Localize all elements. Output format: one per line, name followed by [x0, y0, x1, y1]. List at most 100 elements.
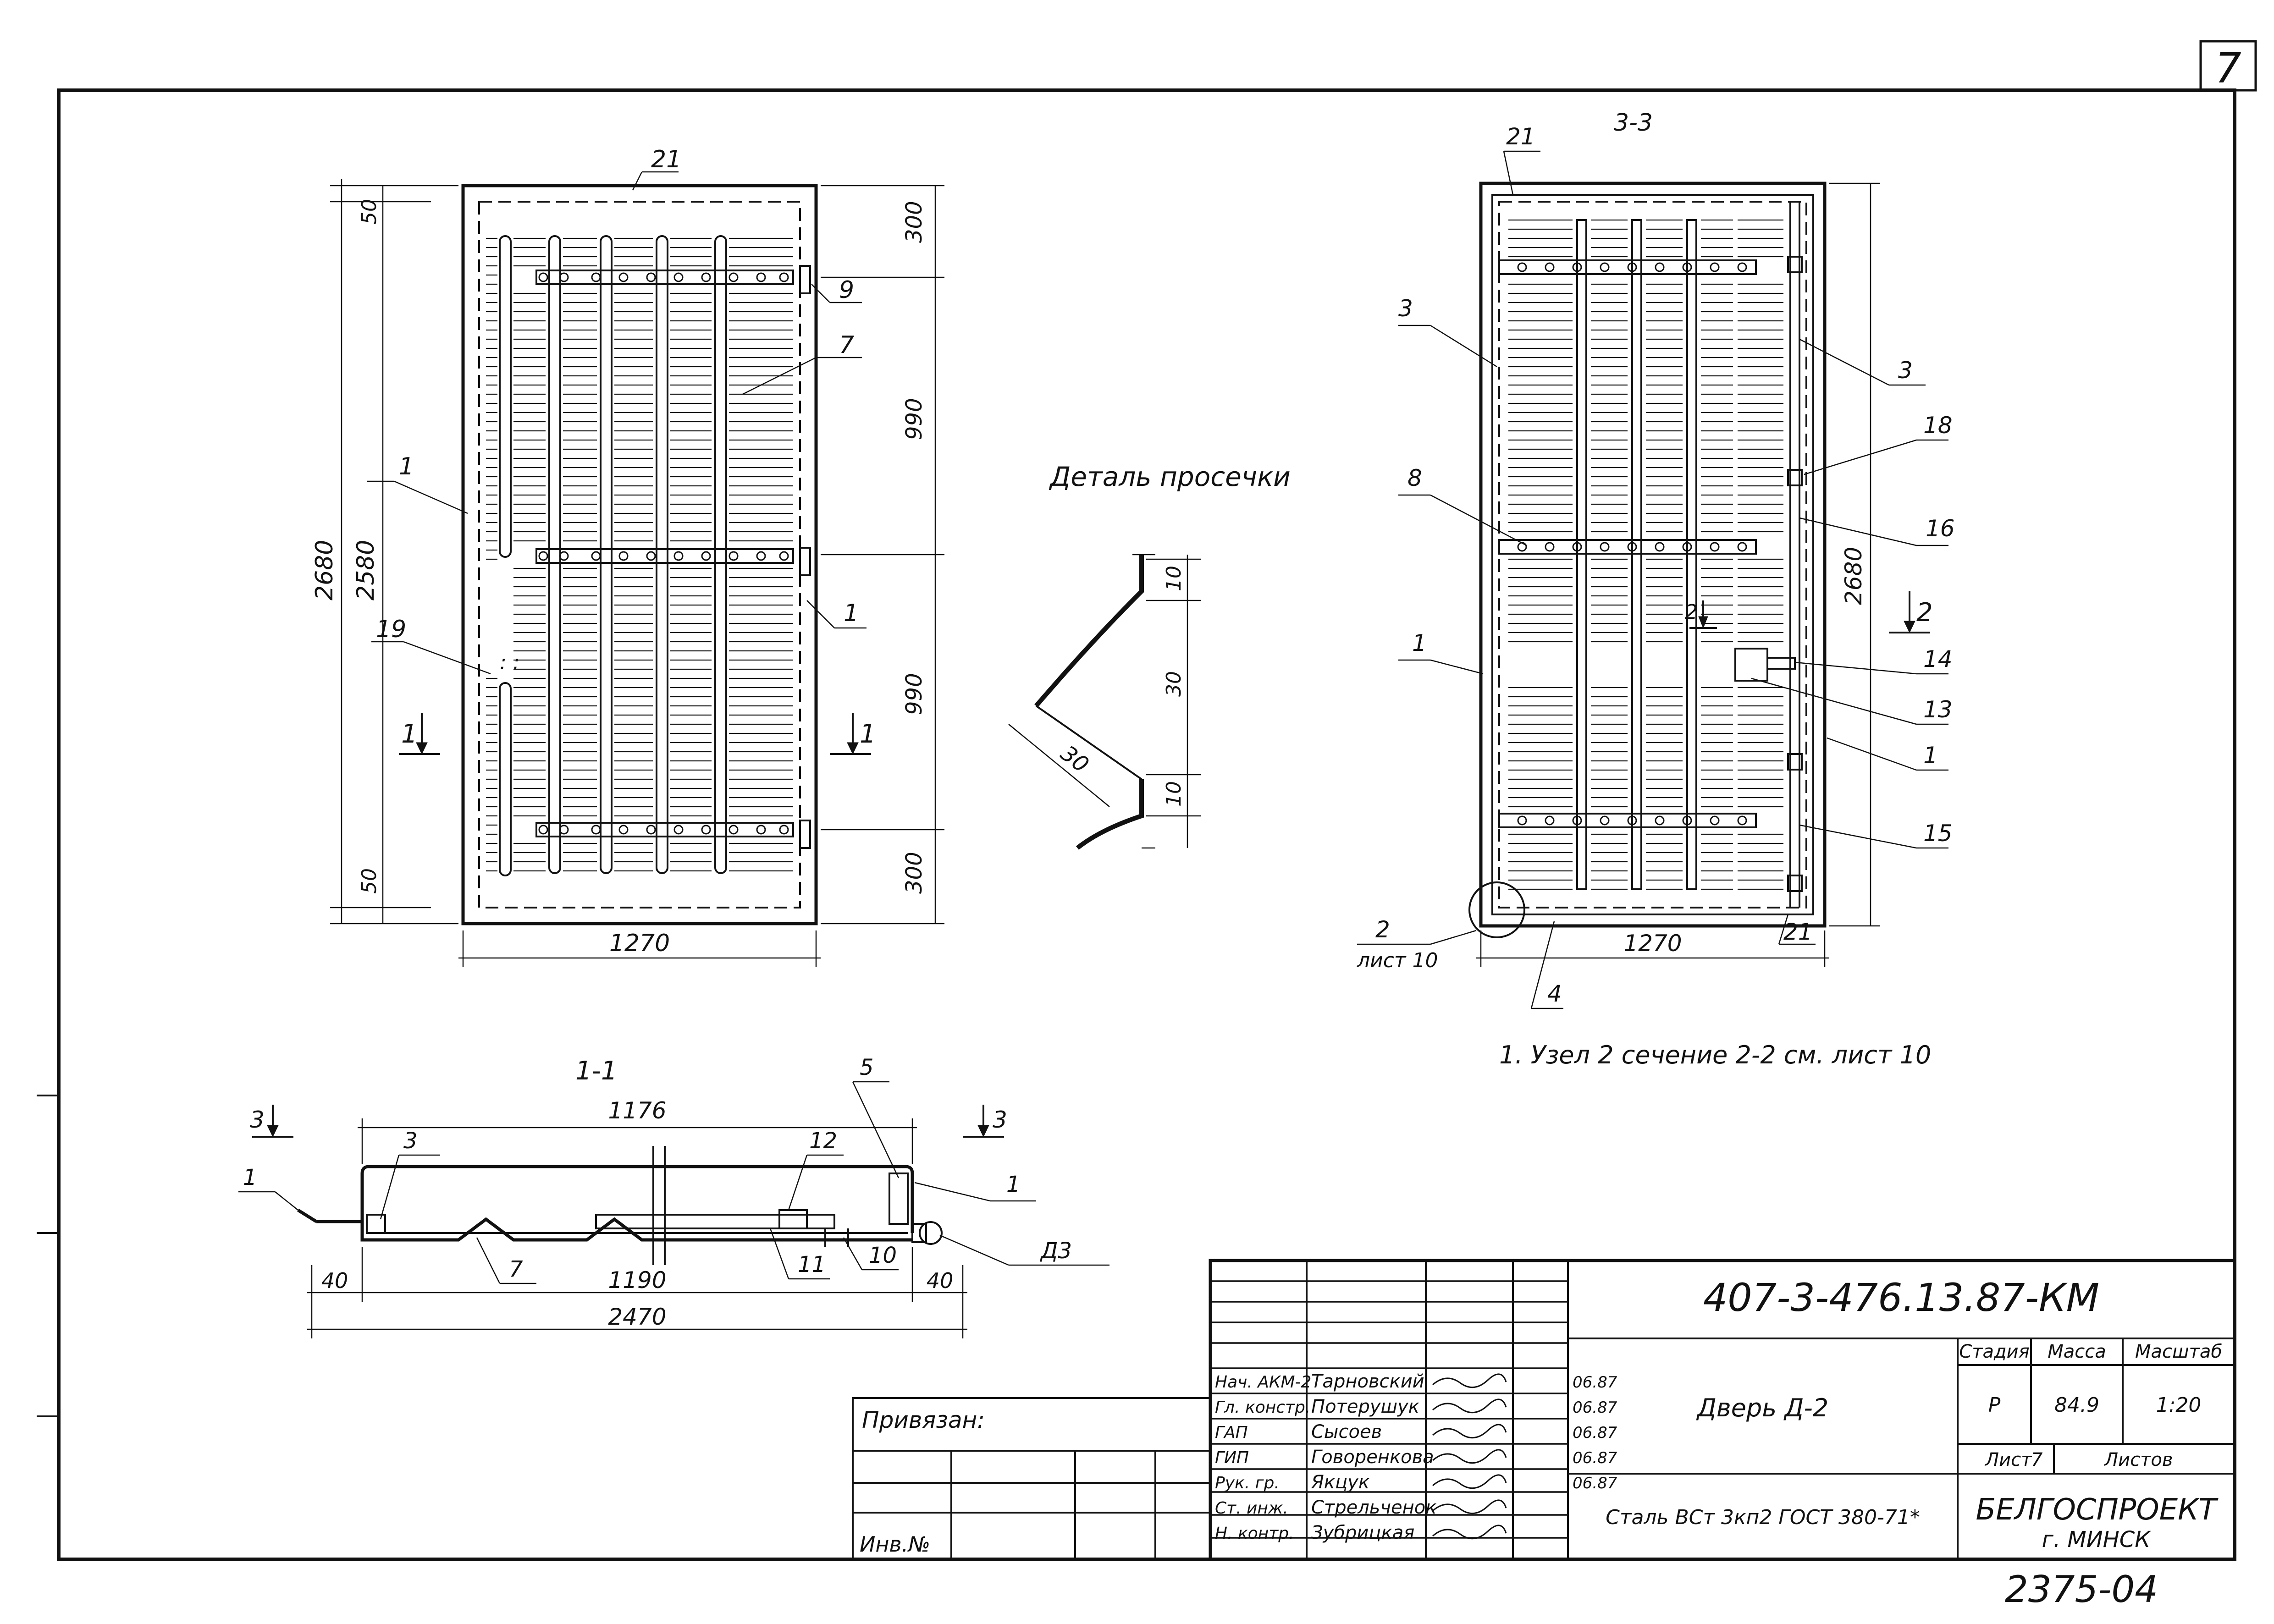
back-louvre-slots	[1508, 219, 1783, 890]
svg-text:3: 3	[403, 1128, 418, 1154]
svg-text:1: 1	[243, 1165, 257, 1190]
material-spec: Сталь ВСт 3кп2 ГОСТ 380-71*	[1606, 1506, 1920, 1529]
svg-text:14: 14	[1923, 646, 1953, 672]
back-dimensions: 1270 2680	[1476, 182, 1880, 967]
svg-text:Масштаб: Масштаб	[2135, 1341, 2222, 1362]
front-right-dimensions: 300 990 990 300	[821, 185, 944, 925]
organization: БЕЛГОСПРОЕКТ	[1976, 1493, 2219, 1527]
document-code: 407-3-476.13.87-КМ	[1703, 1275, 2099, 1320]
front-section-marks: 1 1	[399, 713, 876, 755]
svg-text:13: 13	[1923, 696, 1953, 723]
sheet-number: 7	[2215, 44, 2241, 93]
svg-text:300: 300	[901, 852, 927, 894]
svg-text:21: 21	[651, 146, 681, 173]
svg-text:лист 10: лист 10	[1357, 949, 1438, 972]
svg-text:1: 1	[1006, 1172, 1021, 1197]
front-left-dimensions: 50 50 2680 2580	[311, 179, 458, 925]
svg-text:1: 1	[399, 453, 414, 480]
signature	[1432, 1525, 1507, 1540]
svg-text:50: 50	[358, 868, 381, 894]
signer-name: Якцук	[1311, 1472, 1369, 1493]
svg-text:Листов: Листов	[2103, 1449, 2173, 1470]
signer-name: Стрельченок	[1311, 1497, 1436, 1518]
svg-text:Стадия: Стадия	[1959, 1341, 2029, 1362]
signer-name: Сысоев	[1311, 1421, 1382, 1442]
back-view: 3-3 21 3 3 18	[1357, 109, 1955, 1069]
node-2-circle	[1468, 881, 1525, 938]
signature	[1432, 1449, 1507, 1464]
svg-text:1190: 1190	[608, 1267, 666, 1294]
signature	[1432, 1499, 1507, 1514]
back-view-note: 1. Узел 2 сечение 2-2 см. лист 10	[1499, 1040, 1931, 1069]
svg-text:7: 7	[2031, 1449, 2043, 1470]
svg-text:30: 30	[1056, 740, 1094, 778]
hinge-bottom	[799, 820, 811, 849]
signer-role: Гл. констр.	[1215, 1398, 1310, 1417]
svg-text:3: 3	[250, 1107, 265, 1133]
signer-date: 06.87	[1573, 1424, 1617, 1442]
hinge-top	[799, 265, 811, 294]
signer-role: Н. контр.	[1215, 1524, 1294, 1543]
signature	[1432, 1373, 1507, 1388]
svg-text:990: 990	[901, 398, 927, 440]
item-name: Дверь Д-2	[1696, 1393, 1829, 1422]
svg-text:16: 16	[1926, 515, 1955, 542]
svg-text:7: 7	[839, 331, 854, 359]
lock-plate	[1734, 648, 1768, 682]
front-crossbars	[535, 270, 794, 837]
sheet-frame: 7 2375-04	[37, 40, 2257, 1611]
signer-date: 06.87	[1573, 1449, 1617, 1467]
svg-text:7: 7	[509, 1256, 523, 1282]
back-section-marks: 2 2	[1685, 591, 1933, 633]
svg-text:50: 50	[358, 199, 381, 225]
svg-text:15: 15	[1923, 820, 1953, 847]
front-view: : : 21 9 7 1 19 1 1 1	[311, 146, 944, 967]
svg-text:9: 9	[839, 276, 854, 304]
svg-text:4: 4	[1547, 980, 1562, 1007]
svg-text:1:20: 1:20	[2156, 1393, 2202, 1417]
svg-text:Лист: Лист	[1984, 1449, 2032, 1470]
svg-text:2: 2	[1375, 916, 1390, 943]
signer-role: Ст. инж.	[1215, 1499, 1288, 1518]
signer-name: Потерушук	[1311, 1396, 1419, 1417]
cut-detail: Деталь просечки 10 30 10 30	[1008, 461, 1291, 850]
front-louvre-slots	[486, 237, 793, 872]
svg-text:12: 12	[809, 1128, 837, 1154]
back-view-title: 3-3	[1614, 109, 1653, 137]
signature	[1432, 1424, 1507, 1439]
svg-text:40: 40	[927, 1268, 954, 1293]
signer-name: Говоренкова	[1311, 1447, 1434, 1468]
section-1-1-title: 1-1	[575, 1056, 617, 1086]
archive-number: 2375-04	[2005, 1568, 2158, 1611]
svg-text:21: 21	[1783, 919, 1813, 945]
svg-text:84.9: 84.9	[2054, 1393, 2099, 1417]
svg-text:1: 1	[1923, 742, 1938, 769]
svg-text:11: 11	[798, 1252, 826, 1277]
svg-text:8: 8	[1407, 465, 1422, 491]
signer-date: 06.87	[1573, 1373, 1617, 1392]
signature	[1432, 1474, 1507, 1489]
svg-text:1: 1	[844, 600, 859, 627]
svg-text:Р: Р	[1988, 1393, 2001, 1417]
svg-text:Д3: Д3	[1040, 1238, 1072, 1264]
svg-text:2680: 2680	[1840, 547, 1867, 605]
front-width-dimension: 1270	[458, 930, 821, 967]
section-1-1: 1-1 3 3 1176	[238, 1055, 1109, 1338]
svg-text:2470: 2470	[608, 1304, 666, 1330]
svg-text:5: 5	[860, 1055, 874, 1080]
signer-date: 06.87	[1573, 1474, 1617, 1492]
svg-text:Масса: Масса	[2048, 1341, 2106, 1362]
signature	[1432, 1398, 1507, 1414]
signer-role: Рук. гр.	[1215, 1474, 1280, 1492]
svg-text:2580: 2580	[352, 540, 380, 600]
signer-name: Зубрицкая	[1311, 1522, 1414, 1543]
svg-text:18: 18	[1923, 412, 1953, 439]
svg-text:10: 10	[1162, 566, 1186, 591]
svg-text:300: 300	[901, 201, 927, 243]
sheet-number-box	[2199, 40, 2257, 92]
back-position-labels: 21 3 3 18 8 16 1 14 13 1 15 21 4	[1357, 123, 1955, 1009]
svg-text:1: 1	[860, 719, 876, 749]
svg-text:19: 19	[376, 616, 406, 643]
city: г. МИНСК	[2042, 1527, 2152, 1552]
